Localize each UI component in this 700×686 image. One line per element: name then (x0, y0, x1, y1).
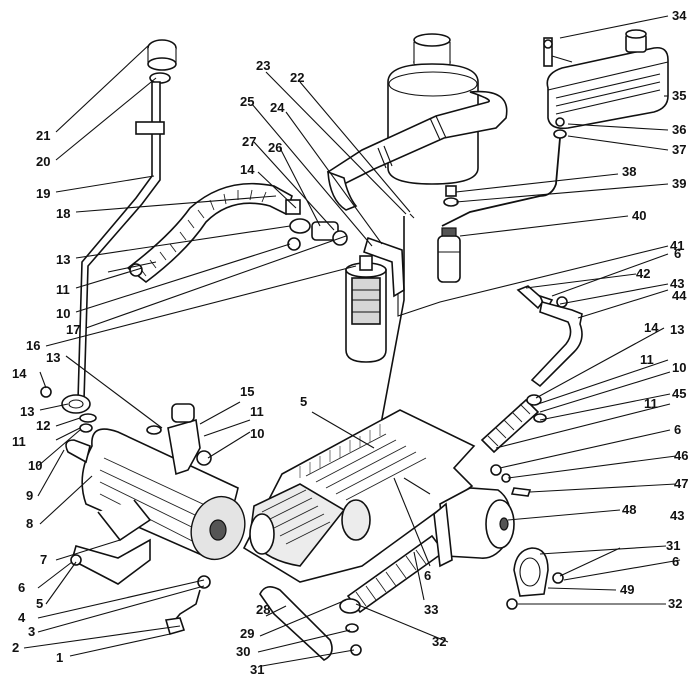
fuel-filter (437, 227, 461, 283)
callout-32-bottom: 32 (432, 634, 446, 649)
blower-motor (403, 477, 515, 568)
ignition-coil (345, 236, 405, 363)
callout-10-left-b: 10 (28, 458, 42, 473)
callout-12: 12 (36, 418, 50, 433)
callout-48: 48 (622, 502, 636, 517)
callout-49: 49 (620, 582, 634, 597)
callout-11-right-b: 11 (644, 396, 658, 411)
callout-32-right: 32 (668, 596, 682, 611)
callout-25: 25 (240, 94, 254, 109)
callout-31-right: 31 (666, 538, 680, 553)
callout-45: 45 (672, 386, 686, 401)
heater-radiator (242, 409, 476, 583)
fitting-38-39 (443, 185, 459, 207)
callout-5-mid: 5 (300, 394, 307, 409)
callout-20: 20 (36, 154, 50, 169)
callout-4: 4 (18, 610, 26, 625)
tap-valve (146, 403, 212, 476)
callout-36: 36 (672, 122, 686, 137)
callout-34: 34 (672, 8, 687, 23)
callout-6-mid: 6 (674, 422, 681, 437)
callout-37: 37 (672, 142, 686, 157)
callout-39: 39 (672, 176, 686, 191)
outlet-pipe (516, 285, 583, 388)
right-bolts (490, 464, 532, 497)
callout-11-left-a: 11 (56, 282, 70, 297)
callout-13-right: 13 (670, 322, 684, 337)
callout-6-bottom: 6 (672, 554, 679, 569)
callout-5-left: 5 (36, 596, 43, 611)
callout-13-left-c: 13 (20, 404, 34, 419)
callout-31-bottom: 31 (250, 662, 264, 677)
callout-6-top: 6 (674, 246, 681, 261)
callout-6-center: 6 (424, 568, 431, 583)
control-cable (377, 216, 405, 441)
callout-35: 35 (672, 88, 686, 103)
callout-21: 21 (36, 128, 50, 143)
callout-43-top: 43 (670, 276, 684, 291)
callout-14-left: 14 (12, 366, 27, 381)
callout-38: 38 (622, 164, 636, 179)
callout-26: 26 (268, 140, 282, 155)
callout-15: 15 (240, 384, 254, 399)
callout-13-left-a: 13 (56, 252, 70, 267)
callout-6-left: 6 (18, 580, 25, 595)
heater-body (65, 428, 246, 585)
callout-16: 16 (26, 338, 40, 353)
callout-9: 9 (26, 488, 33, 503)
drain-tube (164, 575, 211, 635)
leader-lines (23, 15, 681, 667)
callout-1: 1 (56, 650, 63, 665)
callout-23: 23 (256, 58, 270, 73)
motor-clamp (506, 547, 564, 610)
callout-40: 40 (632, 208, 646, 223)
callout-14-right: 14 (644, 320, 659, 335)
callout-10-left-a: 10 (56, 306, 70, 321)
cable-end (409, 213, 415, 219)
corrugated-hose-18 (126, 182, 293, 284)
callout-46: 46 (674, 448, 688, 463)
callout-labels: 34 35 36 37 38 39 40 41 42 6 43 44 14 13… (12, 8, 688, 677)
callout-18: 18 (56, 206, 70, 221)
callout-7: 7 (40, 552, 47, 567)
callout-44: 44 (672, 288, 687, 303)
callout-13-left-b: 13 (46, 350, 60, 365)
callout-8: 8 (26, 516, 33, 531)
callout-2: 2 (12, 640, 19, 655)
callout-30: 30 (236, 644, 250, 659)
callout-11-right-a: 11 (640, 352, 654, 367)
callout-11-left-b: 11 (12, 434, 26, 449)
callout-11-mid: 11 (250, 404, 264, 419)
callout-41: 41 (670, 238, 684, 253)
callout-19: 19 (36, 186, 50, 201)
callout-27: 27 (242, 134, 256, 149)
callout-24: 24 (270, 100, 285, 115)
filler-pipe (77, 39, 177, 401)
callout-33: 33 (424, 602, 438, 617)
callout-28: 28 (256, 602, 270, 617)
callout-17: 17 (66, 322, 80, 337)
callout-47: 47 (674, 476, 688, 491)
expansion-tank (543, 29, 669, 139)
callout-14-mid: 14 (240, 162, 255, 177)
callout-3: 3 (28, 624, 35, 639)
lower-duct (259, 534, 446, 661)
corrugated-tube-45 (480, 394, 547, 454)
callout-10-mid: 10 (250, 426, 264, 441)
callout-22: 22 (290, 70, 304, 85)
callout-29: 29 (240, 626, 254, 641)
callout-42: 42 (636, 266, 650, 281)
callout-10-right: 10 (672, 360, 686, 375)
callout-43-bottom: 43 (670, 508, 684, 523)
